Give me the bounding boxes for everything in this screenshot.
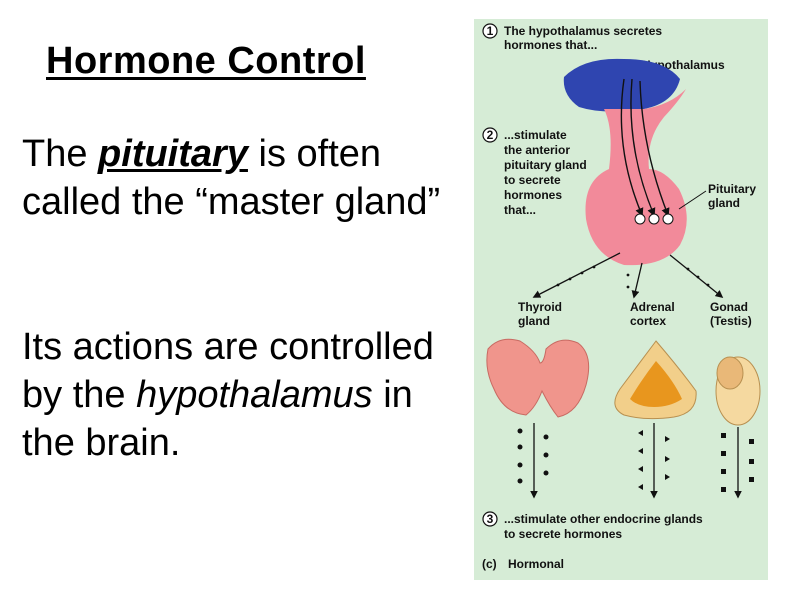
svg-text:1: 1 xyxy=(487,24,494,38)
step-2-line-4: to secrete xyxy=(504,173,561,187)
step-3-marker: 3 xyxy=(482,511,498,527)
thyroid-label-line1: Thyroid xyxy=(518,300,562,314)
hypothalamus-term: hypothalamus xyxy=(136,374,373,416)
pituitary-pointer xyxy=(678,190,707,210)
pituitary-output-dots xyxy=(556,265,710,289)
caption-word: Hormonal xyxy=(508,557,564,571)
thyroid-gland-shape xyxy=(486,338,590,418)
step-2-marker: 2 xyxy=(482,127,498,143)
pituitary-term: pituitary xyxy=(98,133,248,175)
step-2-line-2: the anterior xyxy=(504,143,570,157)
pituitary-gland-shape xyxy=(585,89,687,266)
step-2-line-3: pituitary gland xyxy=(504,158,587,172)
slide-title: Hormone Control xyxy=(46,40,366,82)
gonad-hormone-squares xyxy=(721,433,754,492)
step-2-line-1: ...stimulate xyxy=(504,128,567,142)
thyroid-label-line2: gland xyxy=(518,314,550,328)
gonad-label-line2: (Testis) xyxy=(710,314,752,328)
adrenal-label-line2: cortex xyxy=(630,314,666,328)
pituitary-label-line2: gland xyxy=(708,196,740,210)
portal-vessels xyxy=(634,213,674,225)
downstream-arrows xyxy=(530,423,742,499)
pituitary-label-line1: Pituitary xyxy=(708,182,756,196)
caption-letter: (c) xyxy=(482,557,497,571)
hormonal-control-diagram: 1 The hypothalamus secretes hormones tha… xyxy=(482,23,761,571)
pituitary-paragraph: The pituitary is often called the “maste… xyxy=(22,130,462,226)
hypothalamus-paragraph-start: Its actions are controlled by the xyxy=(22,326,434,416)
thyroid-hormone-dots xyxy=(517,428,549,484)
step-1-marker: 1 xyxy=(482,23,498,39)
step-3-line1: ...stimulate other endocrine glands xyxy=(504,512,703,526)
pituitary-paragraph-start: The xyxy=(22,133,99,175)
adrenal-hormone-triangles xyxy=(638,430,670,490)
svg-text:2: 2 xyxy=(487,128,494,142)
hypothalamus-shape xyxy=(563,58,680,112)
gonad-label-line1: Gonad xyxy=(710,300,748,314)
step-3-line2: to secrete hormones xyxy=(504,527,622,541)
hormonal-control-figure: 1 The hypothalamus secretes hormones tha… xyxy=(474,19,768,580)
pituitary-output-arrows xyxy=(532,252,724,299)
testis-shape xyxy=(715,356,761,426)
adrenal-medulla-shape xyxy=(630,361,682,407)
hypothalamus-paragraph-end: in the brain. xyxy=(22,374,413,464)
hypothalamus-paragraph: Its actions are controlled by the hypoth… xyxy=(22,323,452,467)
hormone-pathways xyxy=(620,78,670,217)
step-1-text-line1: The hypothalamus secretes xyxy=(504,24,662,38)
step-2-line-6: that... xyxy=(504,203,536,217)
step-2-line-5: hormones xyxy=(504,188,562,202)
svg-text:3: 3 xyxy=(487,512,494,526)
step-1-text-line2: hormones that... xyxy=(504,38,597,52)
adrenal-label-line1: Adrenal xyxy=(630,300,675,314)
pituitary-paragraph-end: is often called the “master gland” xyxy=(22,133,441,223)
